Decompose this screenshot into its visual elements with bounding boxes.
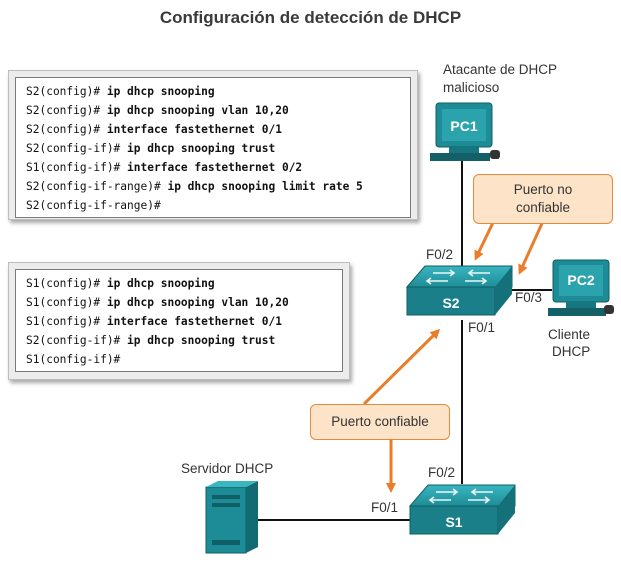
- cli-command: ip dhcp snooping: [106, 85, 215, 98]
- callout-untrusted-line1: Puerto no: [513, 182, 573, 197]
- callout-untrusted-line2: confiable: [515, 200, 571, 215]
- cli-line: S2(config)# interface fastethernet 0/1: [26, 120, 402, 139]
- cli-line: S2(config-if)# ip dhcp snooping trust: [26, 139, 402, 158]
- port-label-s2-f01: F0/1: [468, 320, 496, 335]
- pc2-caption-line1: Cliente: [548, 327, 591, 342]
- pc1-caption-line2: malicioso: [443, 80, 500, 95]
- network-links: [258, 160, 552, 521]
- cli-command: interface fastethernet 0/1: [106, 315, 282, 328]
- cli-prompt: S1(config)#: [26, 315, 101, 328]
- cli-command: ip dhcp snooping: [106, 277, 215, 290]
- cli-prompt: S1(config)#: [26, 296, 101, 309]
- pc1-label: PC1: [450, 118, 477, 134]
- pc1-caption-line1: Atacante de DHCP: [443, 62, 558, 77]
- callout-untrusted-port: Puerto no confiable: [473, 174, 613, 224]
- cli-line: S1(config)# ip dhcp snooping vlan 10,20: [26, 293, 334, 312]
- cli-prompt: S1(config-if)#: [26, 353, 121, 366]
- callout-trusted-port: Puerto confiable: [310, 404, 450, 440]
- s1-label: S1: [445, 514, 462, 530]
- cli-line: S2(config-if-range)#: [26, 196, 402, 215]
- dhcp-server-icon: [205, 481, 258, 554]
- cli-command: ip dhcp snooping limit rate 5: [167, 180, 363, 193]
- diagram-title: Configuración de detección de DHCP: [159, 8, 462, 27]
- callout-arrows: [362, 207, 551, 493]
- pc2-icon: [548, 259, 614, 316]
- pc1-icon: [430, 102, 500, 161]
- cli-prompt: S2(config-if-range)#: [26, 180, 161, 193]
- pc2-caption-line2: DHCP: [552, 344, 591, 359]
- cli-line: S2(config)# ip dhcp snooping: [26, 82, 402, 101]
- cli-command: interface fastethernet 0/2: [127, 161, 303, 174]
- s2-label: S2: [442, 295, 459, 311]
- switch-s2-icon: [405, 265, 513, 316]
- arrow-trusted-to-s2: [362, 328, 441, 406]
- cli-line: S1(config-if)#: [26, 350, 334, 369]
- port-label-s2-f02: F0/2: [426, 247, 454, 262]
- cli-command: ip dhcp snooping vlan 10,20: [106, 104, 289, 117]
- cli-line: S1(config-if)# interface fastethernet 0/…: [26, 158, 402, 177]
- cli-line: S1(config)# ip dhcp snooping: [26, 274, 334, 293]
- cli-command: ip dhcp snooping vlan 10,20: [106, 296, 289, 309]
- switch-s1-icon: [408, 484, 516, 535]
- cli-prompt: S2(config-if)#: [26, 334, 121, 347]
- port-label-s2-f03: F0/3: [515, 290, 543, 305]
- cli-prompt: S1(config)#: [26, 277, 101, 290]
- cli-prompt: S2(config)#: [26, 123, 101, 136]
- cli-line: S2(config)# ip dhcp snooping vlan 10,20: [26, 101, 402, 120]
- cli-line: S2(config-if)# ip dhcp snooping trust: [26, 331, 334, 350]
- port-label-s1-f02: F0/2: [428, 465, 456, 480]
- cli-command: ip dhcp snooping trust: [127, 142, 276, 155]
- cli-prompt: S2(config-if-range)#: [26, 199, 161, 212]
- cli-prompt: S2(config-if)#: [26, 142, 121, 155]
- cli-prompt: S1(config-if)#: [26, 161, 121, 174]
- pc2-label: PC2: [567, 272, 594, 288]
- cli-line: S1(config)# interface fastethernet 0/1: [26, 312, 334, 331]
- server-caption: Servidor DHCP: [181, 461, 274, 476]
- callout-trusted-text: Puerto confiable: [331, 414, 429, 429]
- cli-command: ip dhcp snooping trust: [127, 334, 276, 347]
- cli-command: interface fastethernet 0/1: [106, 123, 282, 136]
- cli-line: S2(config-if-range)# ip dhcp snooping li…: [26, 177, 402, 196]
- port-label-s1-f01: F0/1: [371, 500, 399, 515]
- cli-prompt: S2(config)#: [26, 104, 101, 117]
- cli-prompt: S2(config)#: [26, 85, 101, 98]
